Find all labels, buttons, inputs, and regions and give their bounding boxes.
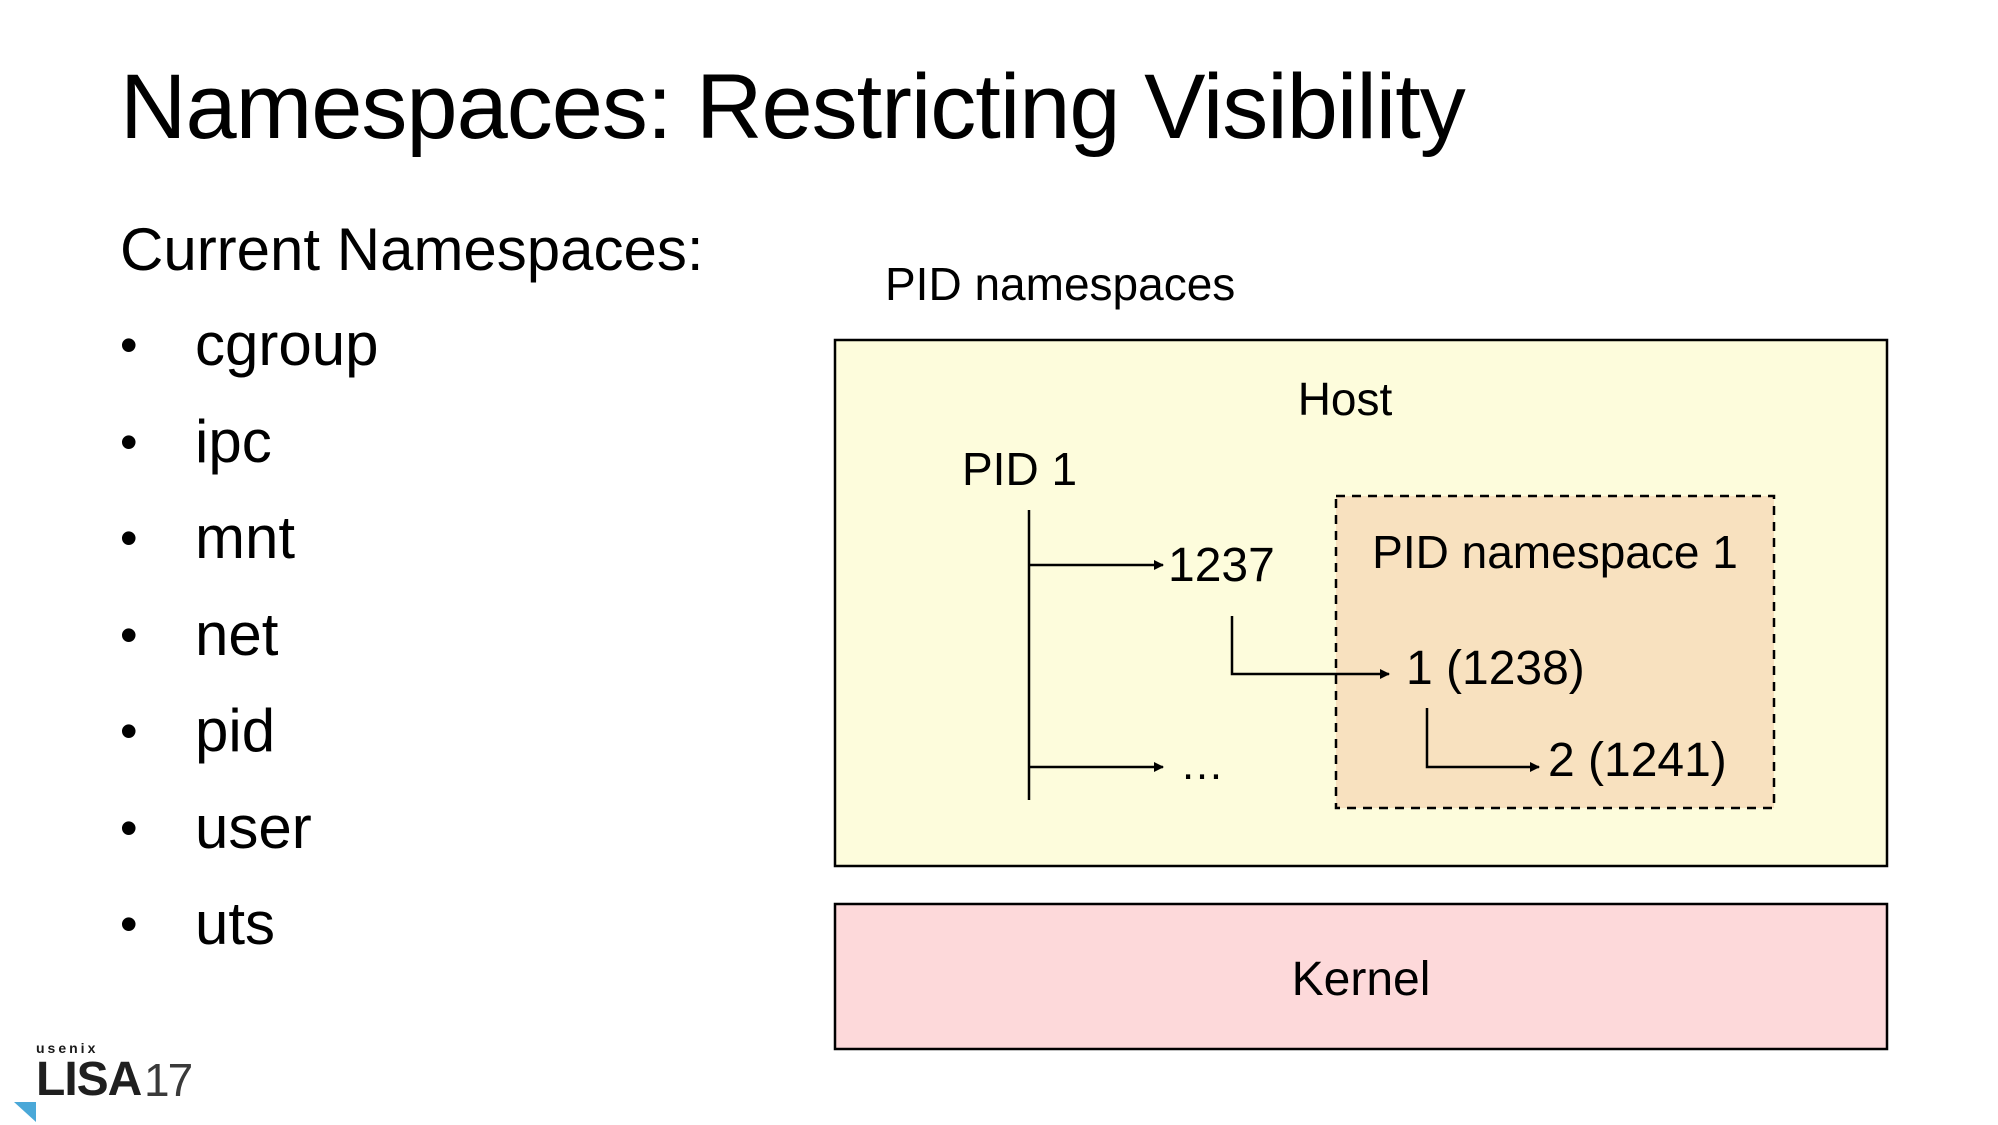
kernel-box [833, 902, 1889, 1051]
more-processes-label: … [1180, 740, 1224, 789]
pid-namespace-1-box [1334, 494, 1776, 810]
pid-1237-label: 1237 [1168, 539, 1275, 592]
namespace-label: net [195, 600, 279, 668]
bullet-icon: • [120, 606, 138, 663]
bullet-icon: • [120, 799, 138, 856]
logo-lisa-text: LISA [36, 1053, 142, 1106]
logo-corner-mark-icon [14, 1102, 36, 1122]
arrow-to-inner-pid2 [1425, 708, 1540, 772]
bullet-icon: • [120, 317, 138, 373]
usenix-lisa-logo: usenix LISA 17 [14, 1040, 204, 1122]
slide-title: Namespaces: Restricting Visibility [120, 56, 1466, 158]
pid-namespace-1-label: PID namespace 1 [1372, 526, 1738, 578]
pid1-label: PID 1 [962, 443, 1077, 495]
host-label: Host [1298, 373, 1393, 425]
namespace-label: uts [195, 890, 276, 957]
namespace-label: mnt [195, 504, 296, 571]
logo-usenix-text: usenix [36, 1040, 99, 1056]
bullet-icon: • [120, 510, 138, 566]
namespace-label: cgroup [195, 311, 379, 378]
kernel-label: Kernel [1292, 953, 1431, 1006]
bullet-icon: • [120, 703, 138, 759]
namespaces-heading: Current Namespaces: [120, 216, 704, 283]
inner-pid2-label: 2 (1241) [1548, 734, 1727, 787]
bullet-icon: • [120, 896, 138, 952]
namespace-label: ipc [195, 407, 272, 475]
inner-pid1-label: 1 (1238) [1406, 642, 1585, 695]
diagram-caption: PID namespaces [885, 258, 1235, 310]
bullet-icon: • [120, 413, 138, 470]
namespace-label: pid [195, 697, 276, 764]
arrow-to-inner-pid1 [1230, 616, 1390, 679]
logo-year-text: 17 [144, 1054, 193, 1106]
namespace-label: user [195, 793, 312, 861]
